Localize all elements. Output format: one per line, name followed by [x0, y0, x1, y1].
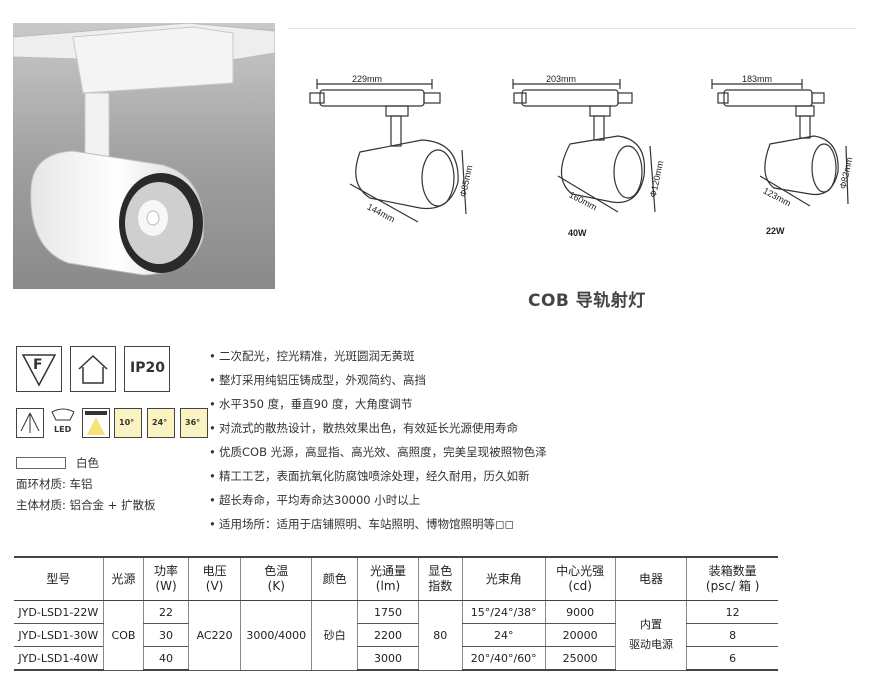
beam-36-icon: 36°: [180, 408, 208, 438]
table-row: JYD-LSD1-30W 30 2200 24° 20000 8: [14, 623, 778, 647]
white-color-swatch: [16, 457, 66, 469]
list-item: •二次配光，控光精准，光斑圆润无黄斑: [209, 349, 415, 363]
list-item: •精工工艺，表面抗氧化防腐蚀喷涂处理，经久耐用，历久如新: [209, 469, 530, 483]
dimension-drawings: 229mm 144mm Φ85mm 203mm 160mm Φ120mm 40W…: [300, 72, 860, 242]
led-lamp-icon: LED: [48, 408, 78, 438]
list-item: •优质COB 光源，高显指、高光效、高照度，完美呈现被照物色泽: [209, 445, 547, 459]
product-photo: [13, 23, 275, 289]
feature-list: •二次配光，控光精准，光斑圆润无黄斑 •整灯采用纯铝压铸成型，外观简约、高挡 •…: [209, 344, 547, 536]
drawing3-power: 22W: [766, 226, 785, 236]
drawing2-width: 203mm: [546, 74, 577, 84]
ip20-icon: IP20: [124, 346, 170, 392]
list-item: •对流式的散热设计，散热效果出色，有效延长光源使用寿命: [209, 421, 518, 435]
list-item: •整灯采用纯铝压铸成型，外观简约、高挡: [209, 373, 426, 387]
beam-24-icon: 24°: [147, 408, 175, 438]
beam-10-icon: 10°: [114, 408, 142, 438]
indoor-house-icon: [70, 346, 116, 392]
track-light-icon: [82, 408, 110, 438]
f-mark-icon: F: [16, 346, 62, 392]
product-title: COB 导轨射灯: [528, 291, 646, 311]
color-label: 白色: [76, 456, 99, 470]
drawing3-width: 183mm: [742, 74, 773, 84]
list-item: •水平350 度，垂直90 度，大角度调节: [209, 397, 413, 411]
table-header-row: 型号 光源 功率(W) 电压(V) 色温(K) 颜色 光通量(lm) 显色指数 …: [14, 556, 778, 601]
beam-spread-icon: [16, 408, 44, 438]
table-row: JYD-LSD1-22W COB 22 AC220 3000/4000 砂白 1…: [14, 600, 778, 671]
body-material: 主体材质: 铝合金 + 扩散板: [16, 498, 156, 512]
table-row: JYD-LSD1-40W 40 3000 20°/40°/60° 25000 6: [14, 646, 778, 671]
spec-table: 型号 光源 功率(W) 电压(V) 色温(K) 颜色 光通量(lm) 显色指数 …: [14, 556, 778, 671]
ring-material: 面环材质: 车铝: [16, 477, 93, 491]
list-item: •超长寿命，平均寿命达30000 小时以上: [209, 493, 421, 507]
list-item: •适用场所：适用于店铺照明、车站照明、博物馆照明等◻◻: [209, 517, 515, 531]
drawing2-power: 40W: [568, 228, 587, 238]
drawing1-width: 229mm: [352, 74, 383, 84]
top-divider: [288, 28, 856, 29]
